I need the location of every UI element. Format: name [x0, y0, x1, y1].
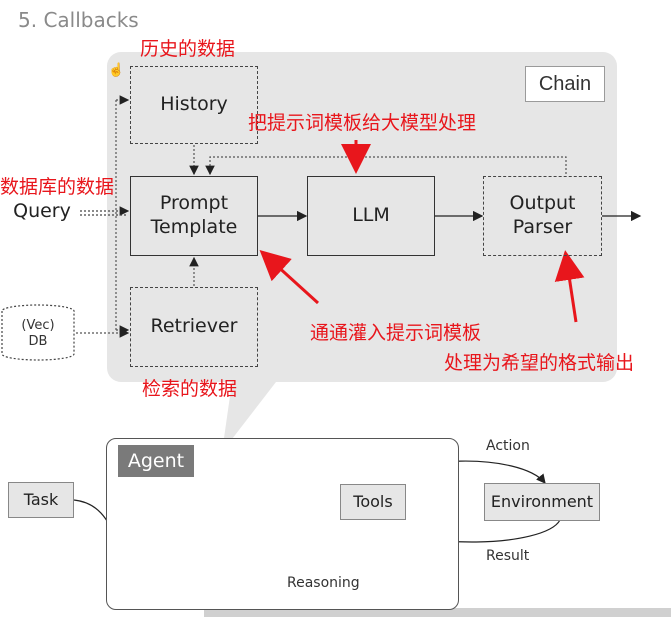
prompt-label-2: Template: [150, 216, 238, 238]
query-label: Query: [13, 200, 71, 223]
annotation-llm: 把提示词模板给大模型处理: [248, 112, 477, 134]
annotation-retriever: 检索的数据: [142, 378, 238, 400]
llm-label: LLM: [352, 204, 390, 227]
environment-label: Environment: [490, 492, 594, 511]
result-label: Result: [486, 548, 530, 564]
annotation-prompt: 通通灌入提示词模板: [310, 322, 482, 344]
retriever-label: Retriever: [150, 315, 238, 338]
callout-wedge: [222, 382, 276, 452]
chain-panel: [107, 52, 617, 382]
prompt-template-box: Prompt Template: [130, 176, 258, 256]
bottom-bar: [204, 608, 671, 617]
red-arrow-prompt: [259, 249, 320, 305]
vec-db-line-2: DB: [28, 334, 48, 350]
annotation-parser: 处理为希望的格式输出: [444, 352, 635, 374]
history-box: History: [130, 66, 258, 144]
reasoning-label: Reasoning: [287, 575, 360, 591]
annotation-db: 数据库的数据: [0, 176, 115, 198]
history-label: History: [160, 93, 228, 116]
action-label: Action: [486, 438, 530, 454]
annotation-history: 历史的数据: [140, 38, 236, 60]
chain-label: Chain: [525, 66, 605, 102]
tools-label: Tools: [353, 492, 393, 511]
vec-db-line-1: (Vec): [21, 318, 55, 333]
parser-label-1: Output: [509, 192, 576, 215]
vec-db-cylinder: [1, 304, 75, 361]
llm-box: LLM: [307, 176, 435, 256]
environment-box: Environment: [484, 483, 600, 521]
task-box: Task: [8, 482, 74, 518]
agent-label: Agent: [118, 445, 194, 477]
retriever-box: Retriever: [130, 287, 258, 367]
output-parser-box: Output Parser: [483, 176, 602, 256]
prompt-label-1: Prompt: [159, 192, 229, 215]
parser-label-2: Parser: [512, 216, 573, 238]
tools-box: Tools: [340, 484, 406, 520]
vec-db-label: (Vec) DB: [2, 318, 74, 351]
red-arrow-parser: [554, 250, 585, 323]
page-title: 5. Callbacks: [18, 8, 139, 32]
task-label: Task: [23, 490, 59, 509]
hand-cursor-icon: ☝: [108, 62, 125, 77]
